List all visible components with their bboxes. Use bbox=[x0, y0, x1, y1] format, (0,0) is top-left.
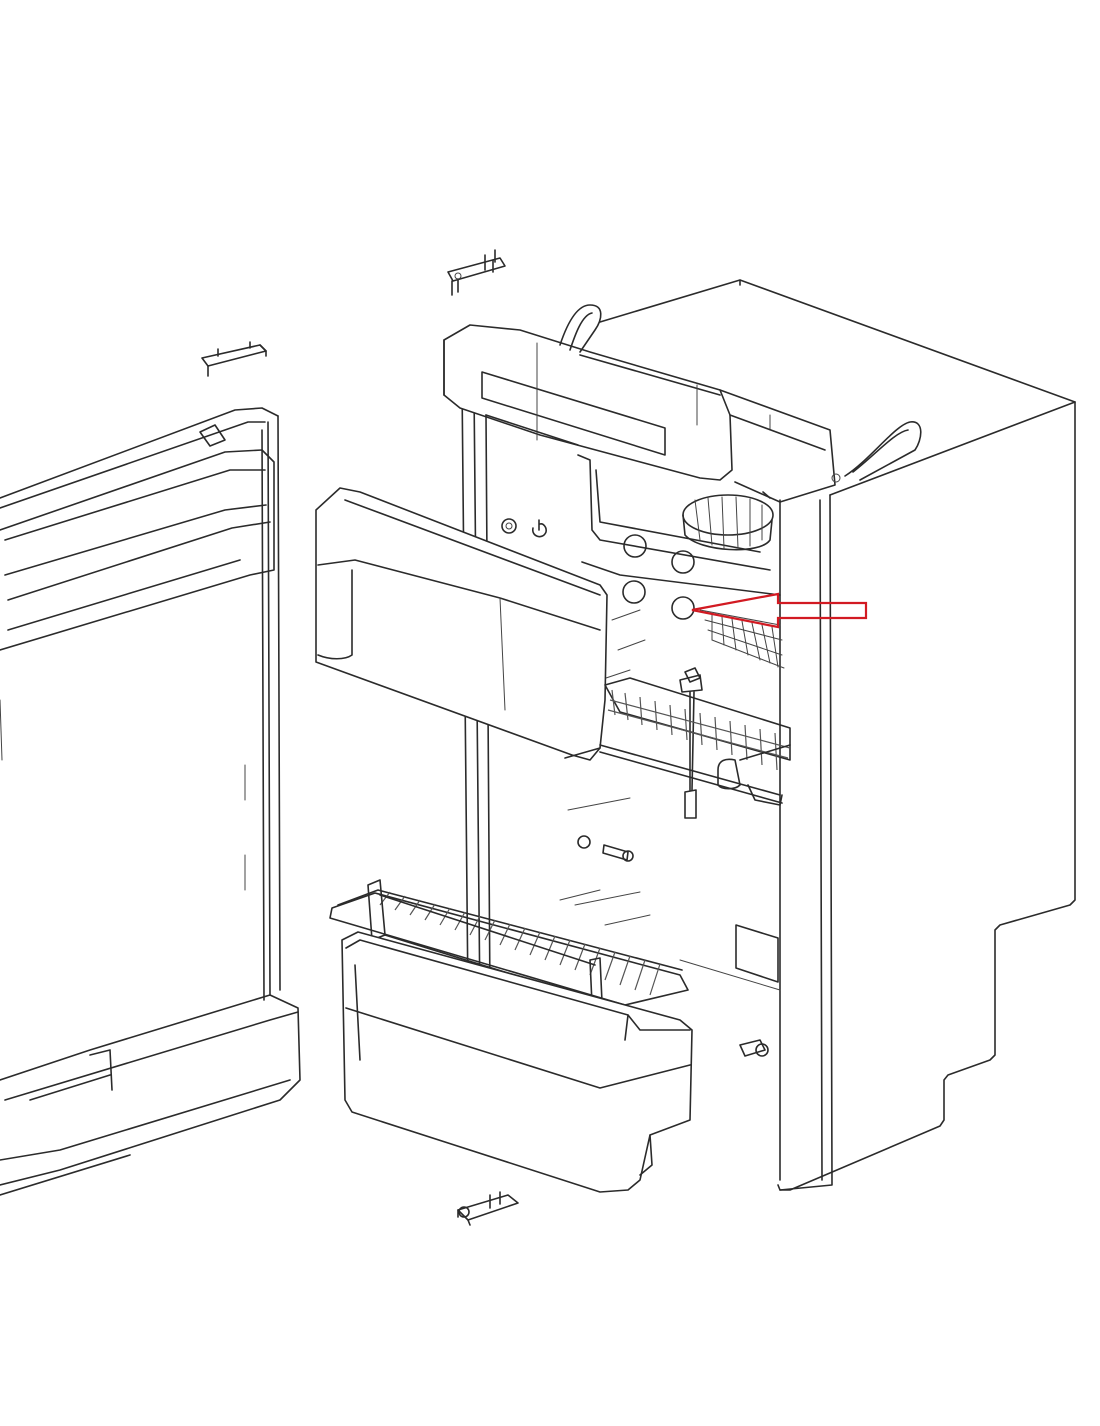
door bbox=[0, 407, 301, 1196]
shelf-support-pin bbox=[577, 835, 769, 1057]
back-wall-lines bbox=[559, 797, 781, 991]
highlight-arrow bbox=[691, 592, 868, 629]
wire-shelf bbox=[599, 677, 791, 806]
bottom-hinge bbox=[457, 1191, 519, 1226]
evaporator-fins bbox=[599, 609, 785, 681]
thermostat-sensor bbox=[679, 667, 703, 819]
top-hinge bbox=[447, 249, 506, 296]
door-catch bbox=[201, 341, 267, 377]
freezer-compartment-door bbox=[315, 487, 608, 761]
interior-light-housing bbox=[682, 491, 774, 551]
rating-plate bbox=[735, 924, 779, 983]
control-knobs bbox=[622, 534, 695, 620]
control-panel bbox=[501, 518, 547, 538]
crisper-drawer bbox=[341, 931, 693, 1193]
fridge-cabinet bbox=[443, 279, 1076, 1191]
